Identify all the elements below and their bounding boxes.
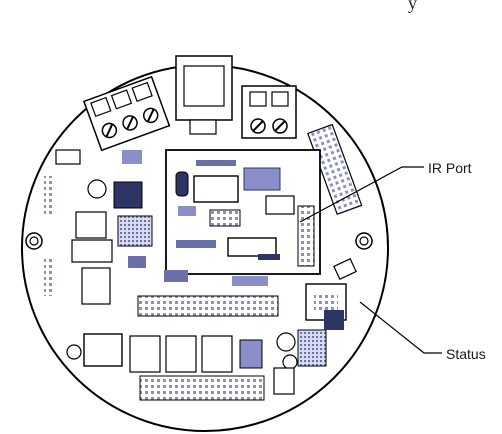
terminal-screw-icon — [101, 122, 118, 139]
pin-header-right — [307, 123, 363, 216]
mounting-hole-icon — [355, 232, 373, 250]
status-leader-line — [359, 301, 442, 354]
terminal-block-left — [82, 75, 171, 152]
bottom-components — [66, 270, 327, 401]
ir-port-leader-line — [299, 166, 424, 223]
status-label: Status — [446, 346, 486, 362]
top-text-fragment: y — [408, 0, 417, 13]
terminal-screw-icon — [142, 107, 159, 124]
top-connector — [175, 55, 233, 135]
terminal-screw-icon — [122, 115, 138, 131]
ir-port-label: IR Port — [428, 160, 472, 176]
terminal-screw-icon — [272, 118, 288, 134]
terminal-block-right — [241, 85, 297, 139]
mounting-hole-icon — [25, 232, 43, 250]
terminal-screw-icon — [250, 118, 266, 134]
left-components — [44, 149, 153, 305]
daughter-board — [165, 149, 321, 275]
right-components — [305, 258, 357, 330]
